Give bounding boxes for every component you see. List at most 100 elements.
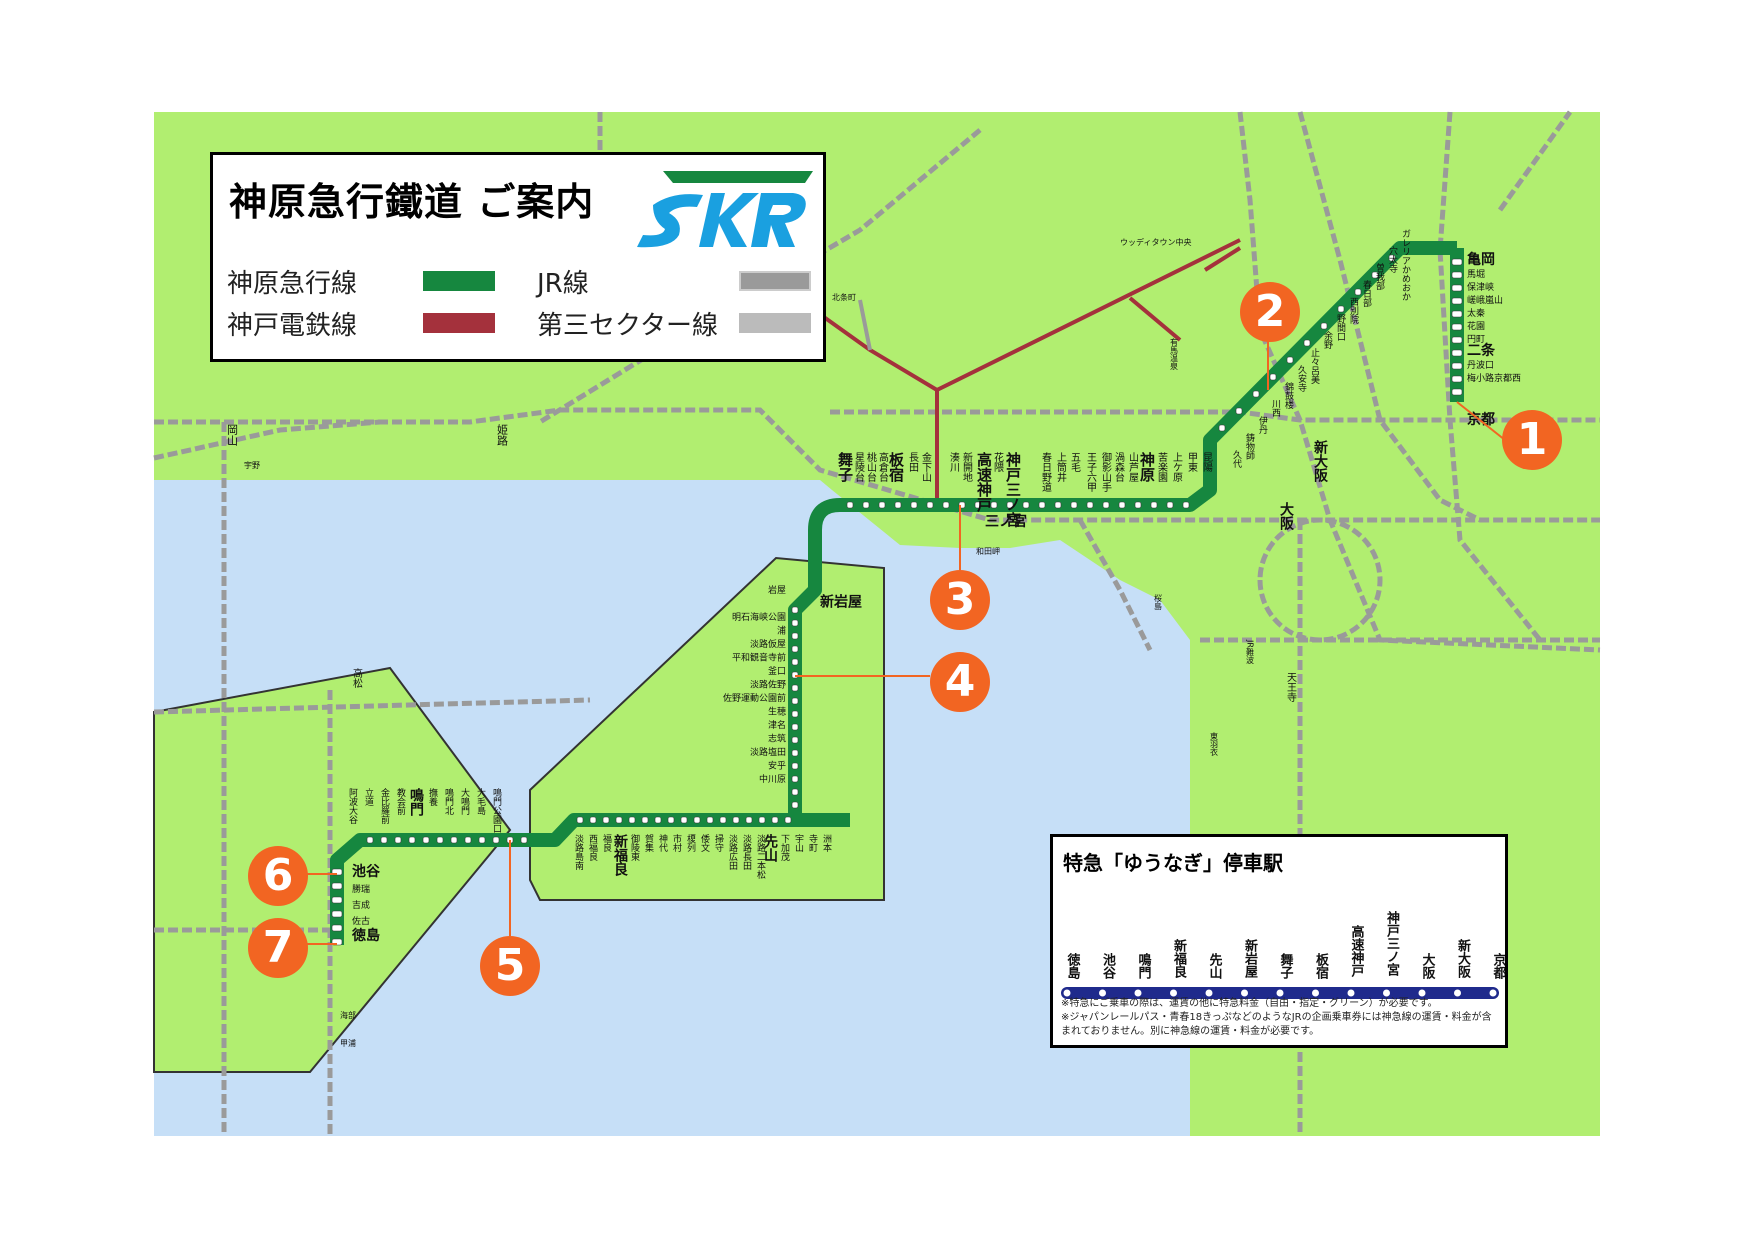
station-label-main-16: 御影山手 (1100, 451, 1112, 493)
express-stop-dot (1418, 989, 1426, 997)
station-label-main-21: 上ケ原 (1171, 452, 1183, 482)
express-stop-label: 徳島 (1065, 952, 1082, 980)
station-label-diag-6: 止々呂美 (1309, 347, 1320, 385)
legend-label-jr: JR線 (537, 269, 589, 299)
station-label-kyoto-6: 円町 (1467, 334, 1485, 345)
station-label-awaji-south-7: 神代 (657, 833, 668, 853)
station-label-toku-8: 立道 (363, 787, 374, 807)
station-label-main-0: 舞子 (836, 451, 854, 483)
express-note-2: ※ジャパンレールパス・青春18きっぷなどのようなJRの企画乗車券には神急線の運賃… (1061, 1012, 1492, 1037)
express-note-1: ※特急にご乗車の際は、運賃の他に特急料金（自由・指定・グリーン）が必要です。 (1061, 998, 1438, 1009)
station-label-toku-3: 鳴門北 (443, 787, 454, 816)
station-label-kyoto-2: 保津峡 (1467, 281, 1494, 293)
station-label-diag-9: 西別院 (1348, 297, 1359, 325)
station-dots (331, 254, 1463, 946)
express-stop-dot (1134, 989, 1142, 997)
callout-4: 4 (930, 652, 990, 712)
station-label-awaji-s-0: 先山 (762, 833, 778, 863)
express-title: 特急「ゆうなぎ」停車駅 (1063, 851, 1283, 875)
callout-2: 2 (1240, 282, 1300, 342)
station-label-diag-5: 久安寺 (1296, 364, 1307, 392)
station-label-main-10: 花隈 (992, 451, 1004, 473)
express-stop-dot (1489, 989, 1497, 997)
express-stop-dot (1383, 989, 1390, 997)
station-label-main-11: 神戸三ノ宮 (1004, 451, 1022, 528)
station-label-awaji-s-2: 宇山 (793, 833, 804, 852)
station-label-awaji-6: 釜口 (768, 665, 786, 677)
station-label-other-5: 和田岬 (976, 547, 1000, 556)
station-label-toku-v-1: 勝瑞 (352, 883, 370, 895)
legend-label-kobe: 神戸電鉄線 (227, 311, 358, 341)
express-stop-dot (1276, 989, 1284, 997)
express-stops-box: 特急「ゆうなぎ」停車駅 徳島池谷鳴門新福良先山新岩屋舞子板宿高速神戸神戸三ノ宮大… (1050, 834, 1508, 1048)
station-label-main-23: 昆陽 (1201, 452, 1213, 473)
station-label-toku-v-0: 池谷 (352, 863, 381, 880)
station-label-awaji-south-10: 新福良 (612, 833, 629, 877)
station-label-main-5: 長田 (907, 452, 919, 472)
station-label-other-14: 甲浦 (340, 1038, 356, 1048)
station-label-other-12: 高松 (351, 667, 363, 689)
station-label-awaji-s-4: 洲本 (821, 834, 832, 853)
jr-lines (153, 110, 1601, 1136)
station-label-awaji-south-0: 淡路二本松 (755, 834, 766, 880)
express-stop-dot (1347, 989, 1355, 997)
legend-swatch-jr (739, 271, 811, 291)
station-label-main-7: 湊川 (948, 451, 960, 472)
station-label-awaji-south-1: 淡路長田 (741, 834, 752, 871)
station-label-main-19: 神原 (1138, 451, 1156, 483)
legend-label-third-sector: 第三セクター線 (537, 311, 718, 341)
station-label-awaji-south-6: 市村 (671, 833, 682, 852)
express-stop-dot (1205, 989, 1213, 997)
legend-label-kanbara: 神原急行線 (227, 269, 358, 299)
station-label-toku-7: 金比羅前 (379, 787, 390, 825)
station-label-main-3: 高倉台 (877, 451, 889, 483)
station-label-diag-1: 鋳物師 (1244, 432, 1255, 461)
station-label-diag-7: 余野 (1322, 330, 1333, 349)
express-stop-label: 板宿 (1313, 952, 1329, 980)
station-label-other-16: 東羽衣 (1210, 731, 1219, 757)
station-label-kyoto-3: 嵯峨嵐山 (1467, 294, 1503, 306)
express-stop-dot (1241, 989, 1248, 997)
station-label-kyoto-4: 太秦 (1467, 307, 1485, 319)
station-label-main-20: 苦楽園 (1156, 451, 1168, 483)
station-label-main-15: 王子六甲 (1085, 452, 1097, 493)
station-label-other-9: 岡山 (226, 424, 239, 446)
express-stop-label: 鳴門 (1136, 952, 1152, 980)
station-label-awaji-13: 安乎 (768, 760, 786, 772)
express-stop-dot (1099, 989, 1106, 997)
station-label-main-18: 山芦屋 (1127, 452, 1139, 482)
express-stop-label: 池谷 (1100, 952, 1116, 980)
station-label-diag-0: 久代 (1231, 449, 1242, 469)
station-label-other-0: 新大阪 (1312, 439, 1328, 483)
station-label-toku-6: 教会前 (395, 787, 406, 816)
station-labels: 舞子星陵台桃山台高倉台板宿長田金下山湊川新開地高速神戸花隈神戸三ノ宮春日野道上筒… (226, 229, 1522, 1048)
express-stop-label: 京都 (1491, 952, 1506, 980)
express-stop-dot (1063, 989, 1071, 997)
station-label-toku-0: 鳴門公園口 (491, 787, 502, 833)
station-label-main-22: 甲東 (1186, 452, 1198, 473)
station-label-main-4: 板宿 (887, 451, 905, 483)
station-label-diag-10: 春日部 (1361, 279, 1372, 308)
station-label-diag-8: 野間口 (1335, 314, 1346, 341)
legend-swatch-kobe (423, 313, 495, 333)
station-label-toku-9: 阿波大谷 (347, 788, 358, 825)
express-stop-label: 大阪 (1420, 952, 1436, 980)
station-label-main-2: 桃山台 (865, 451, 877, 483)
express-stop-label: 高速神戸 (1349, 924, 1365, 978)
station-label-kyoto-9: 梅小路京都西 (1467, 372, 1521, 384)
station-label-awaji-4: 淡路仮屋 (750, 638, 786, 650)
station-label-other-11: 姫路 (496, 423, 509, 447)
station-label-main-1: 星陵台 (853, 452, 865, 483)
station-label-toku-4: 撫養 (427, 787, 438, 807)
callout-3: 3 (930, 570, 990, 630)
station-label-main-12: 春日野道 (1040, 452, 1052, 492)
legend-box: 神原急行鐵道 ご案内 神原急行線 JR線 神戸電鉄線 第三セクター線 (210, 152, 826, 362)
legend-title: 神原急行鐵道 ご案内 (229, 180, 595, 224)
express-stop-label: 新岩屋 (1242, 938, 1259, 979)
station-label-other-10: 宇野 (244, 460, 260, 470)
station-label-diag-11: 曽我部 (1374, 262, 1385, 291)
station-label-toku-v-3: 佐古 (352, 915, 370, 927)
station-label-awaji-9: 生穂 (768, 706, 786, 718)
